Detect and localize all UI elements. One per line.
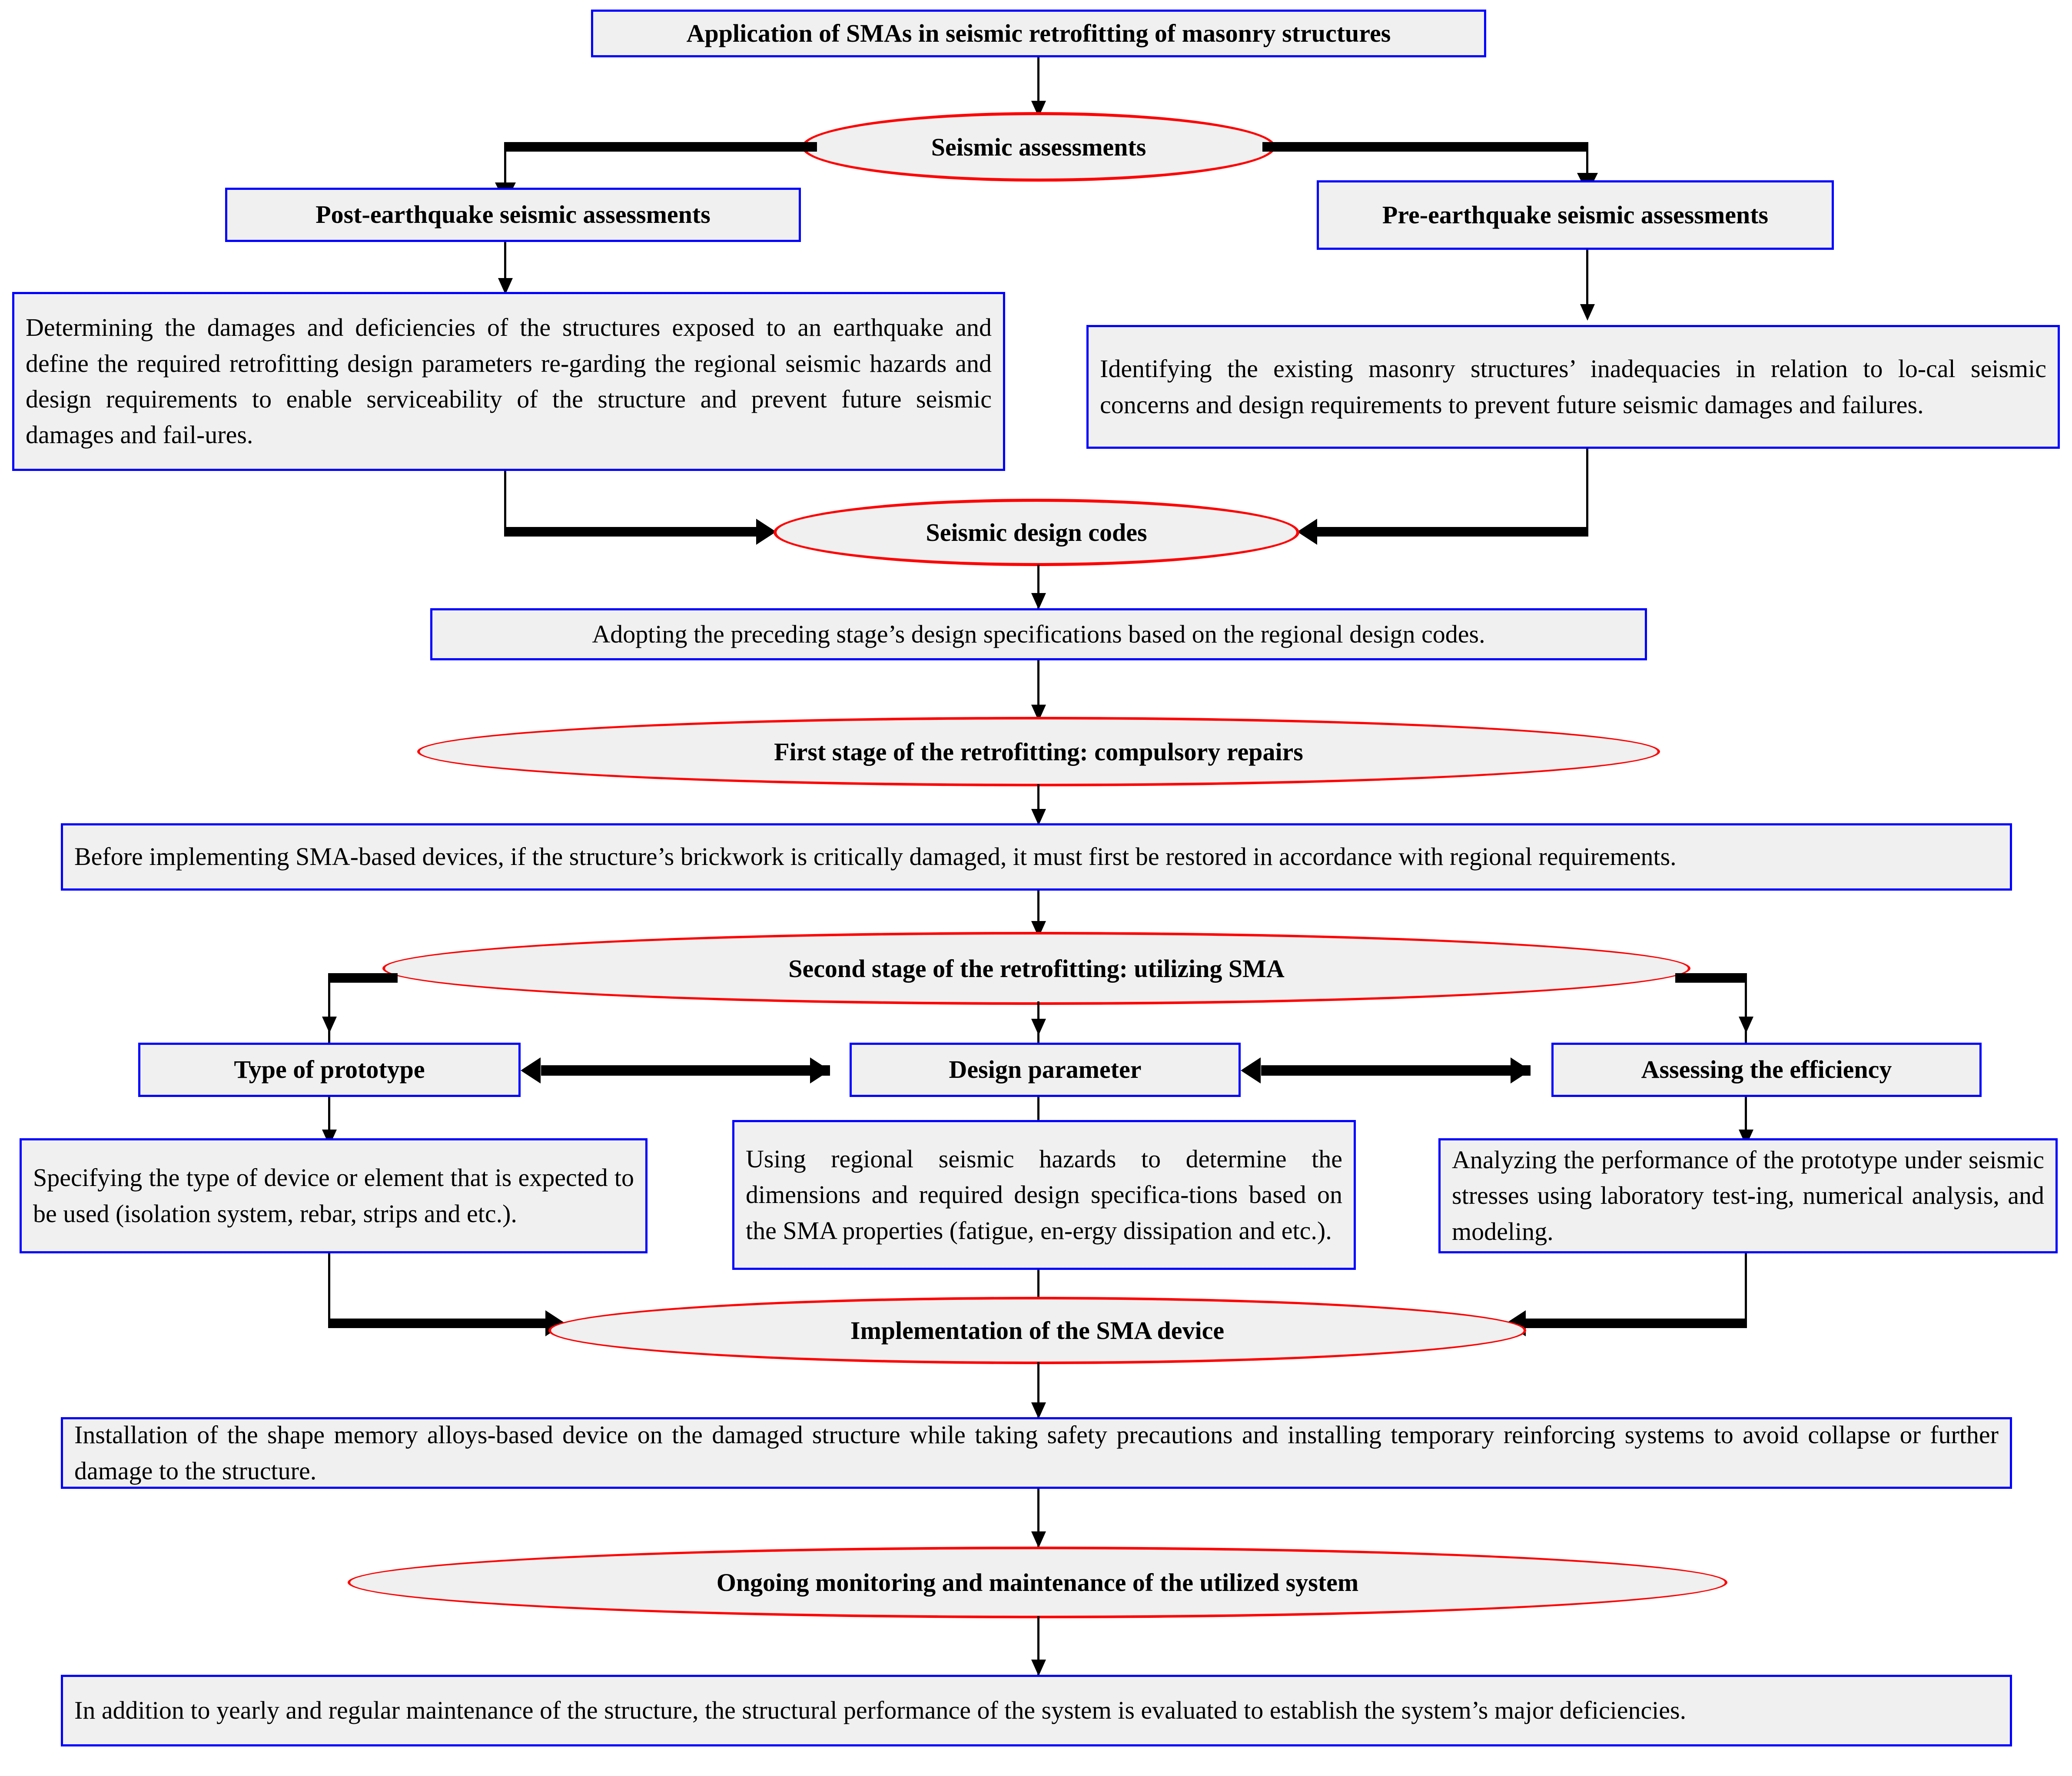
node-assessing-efficiency-box: Assessing the efficiency <box>1551 1043 1982 1097</box>
arrowhead-to-assessing-efficiency <box>1739 1017 1753 1033</box>
connector-post-eq-box-to-desc <box>504 242 506 292</box>
connector-design-codes-desc-to-first-stage <box>1037 660 1039 721</box>
node-implementation-desc: Installation of the shape memory alloys-… <box>61 1417 2012 1489</box>
node-design-codes-desc: Adopting the preceding stage’s design sp… <box>430 608 1647 660</box>
arrowhead-parameter-efficiency-right <box>1511 1057 1531 1083</box>
arrowhead-design-codes-desc <box>1031 593 1046 610</box>
arrowhead-implementation-desc <box>1031 1402 1046 1419</box>
arrowhead-pre-eq-desc <box>1580 304 1595 321</box>
connector-parameter-to-desc <box>1037 1097 1039 1140</box>
node-ongoing-monitoring-label: Ongoing monitoring and maintenance of th… <box>716 1568 1359 1597</box>
node-design-codes-desc-text: Adopting the preceding stage’s design sp… <box>592 620 1485 648</box>
arrowhead-first-stage-desc <box>1031 809 1046 825</box>
node-design-parameter-desc-text: Using regional seismic hazards to determ… <box>746 1144 1342 1245</box>
connector-first-stage-to-desc <box>1037 784 1039 825</box>
node-implementation-ellipse: Implementation of the SMA device <box>548 1297 1526 1364</box>
node-second-stage-label: Second stage of the retrofitting: utiliz… <box>788 954 1285 983</box>
node-post-earthquake-desc: Determining the damages and deficiencies… <box>12 292 1005 471</box>
node-post-earthquake-desc-text: Determining the damages and deficiencies… <box>26 313 992 449</box>
node-ongoing-monitoring-desc: In addition to yearly and regular mainte… <box>61 1675 2012 1746</box>
node-pre-earthquake-box: Pre-earthquake seismic assessments <box>1317 180 1834 250</box>
connector-implementation-desc-to-monitoring <box>1037 1489 1039 1547</box>
connector-efficiency-desc-left <box>1525 1319 1747 1328</box>
connector-efficiency-to-desc <box>1745 1097 1747 1149</box>
arrowhead-prototype-parameter-left <box>521 1057 541 1083</box>
arrowhead-prototype-parameter-right <box>810 1057 830 1083</box>
arrowhead-to-design-parameter <box>1031 1019 1046 1035</box>
node-type-of-prototype-desc-text: Specifying the type of device or element… <box>33 1163 634 1228</box>
connector-efficiency-desc-down <box>1745 1253 1747 1323</box>
connector-post-desc-right <box>504 527 760 537</box>
node-design-parameter-desc: Using regional seismic hazards to determ… <box>732 1120 1356 1270</box>
connector-second-stage-right-stub <box>1675 973 1747 983</box>
node-assessing-efficiency-desc: Analyzing the performance of the prototy… <box>1438 1138 2058 1253</box>
node-type-of-prototype-desc: Specifying the type of device or element… <box>20 1138 648 1253</box>
node-pre-earthquake-desc-text: Identifying the existing masonry structu… <box>1100 355 2046 419</box>
node-seismic-assessments-label: Seismic assessments <box>931 133 1146 161</box>
connector-assessments-right-bar <box>1262 142 1588 152</box>
node-root-box-label: Application of SMAs in seismic retrofitt… <box>686 19 1391 47</box>
node-type-of-prototype-box: Type of prototype <box>138 1043 521 1097</box>
node-first-stage-desc-text: Before implementing SMA-based devices, i… <box>74 842 1677 871</box>
connector-root-to-seismic-assessments <box>1037 57 1039 105</box>
connector-parameter-desc-down <box>1037 1270 1039 1320</box>
connector-second-stage-left-down <box>328 973 330 1054</box>
connector-prototype-parameter-bar <box>541 1065 830 1076</box>
node-second-stage-ellipse: Second stage of the retrofitting: utiliz… <box>382 932 1690 1005</box>
connector-post-desc-down <box>504 471 506 532</box>
connector-design-codes-to-desc <box>1037 565 1039 608</box>
connector-assessments-left-bar <box>504 142 817 152</box>
connector-assessments-left-down <box>504 142 506 190</box>
arrowhead-monitoring-desc <box>1031 1660 1046 1676</box>
connector-implementation-to-desc <box>1037 1362 1039 1418</box>
node-design-parameter-label: Design parameter <box>949 1055 1142 1084</box>
connector-prototype-to-desc <box>328 1097 330 1149</box>
node-first-stage-label: First stage of the retrofitting: compuls… <box>774 737 1303 766</box>
connector-prototype-desc-right <box>328 1319 550 1328</box>
arrowhead-into-design-codes-left <box>756 519 776 545</box>
arrowhead-into-design-codes-right <box>1297 519 1317 545</box>
arrowhead-parameter-efficiency-left <box>1241 1057 1261 1083</box>
connector-pre-desc-left <box>1317 527 1588 537</box>
arrowhead-monitoring <box>1031 1531 1046 1548</box>
node-implementation-desc-text: Installation of the shape memory alloys-… <box>74 1421 1999 1485</box>
connector-first-desc-to-second-stage <box>1037 891 1039 938</box>
arrowhead-post-eq-desc <box>498 278 513 295</box>
node-ongoing-monitoring-ellipse: Ongoing monitoring and maintenance of th… <box>348 1547 1727 1618</box>
node-seismic-assessments-ellipse: Seismic assessments <box>802 112 1275 182</box>
connector-parameter-efficiency-bar <box>1261 1065 1531 1076</box>
node-first-stage-desc: Before implementing SMA-based devices, i… <box>61 823 2012 891</box>
node-assessing-efficiency-label: Assessing the efficiency <box>1641 1055 1892 1084</box>
connector-assessments-right-down <box>1586 142 1588 190</box>
node-assessing-efficiency-desc-text: Analyzing the performance of the prototy… <box>1452 1145 2044 1246</box>
node-seismic-design-codes-ellipse: Seismic design codes <box>774 499 1299 566</box>
node-implementation-label: Implementation of the SMA device <box>850 1316 1225 1345</box>
node-type-of-prototype-label: Type of prototype <box>234 1055 425 1084</box>
node-root-box: Application of SMAs in seismic retrofitt… <box>591 10 1486 57</box>
connector-pre-desc-down <box>1586 449 1588 532</box>
node-first-stage-ellipse: First stage of the retrofitting: compuls… <box>417 717 1660 786</box>
connector-monitoring-to-desc <box>1037 1616 1039 1675</box>
connector-second-stage-right-down <box>1745 973 1747 1054</box>
node-pre-earthquake-desc: Identifying the existing masonry structu… <box>1086 325 2060 449</box>
node-post-earthquake-label: Post-earthquake seismic assessments <box>315 200 711 229</box>
node-pre-earthquake-label: Pre-earthquake seismic assessments <box>1382 200 1769 229</box>
node-seismic-design-codes-label: Seismic design codes <box>926 518 1147 547</box>
node-design-parameter-box: Design parameter <box>850 1043 1241 1097</box>
connector-second-stage-left-stub <box>328 973 398 983</box>
node-post-earthquake-box: Post-earthquake seismic assessments <box>225 188 801 242</box>
connector-prototype-desc-down <box>328 1253 330 1323</box>
arrowhead-to-type-of-prototype <box>322 1017 337 1033</box>
node-ongoing-monitoring-desc-text: In addition to yearly and regular mainte… <box>74 1696 1687 1725</box>
connector-pre-eq-box-to-desc <box>1586 250 1588 317</box>
